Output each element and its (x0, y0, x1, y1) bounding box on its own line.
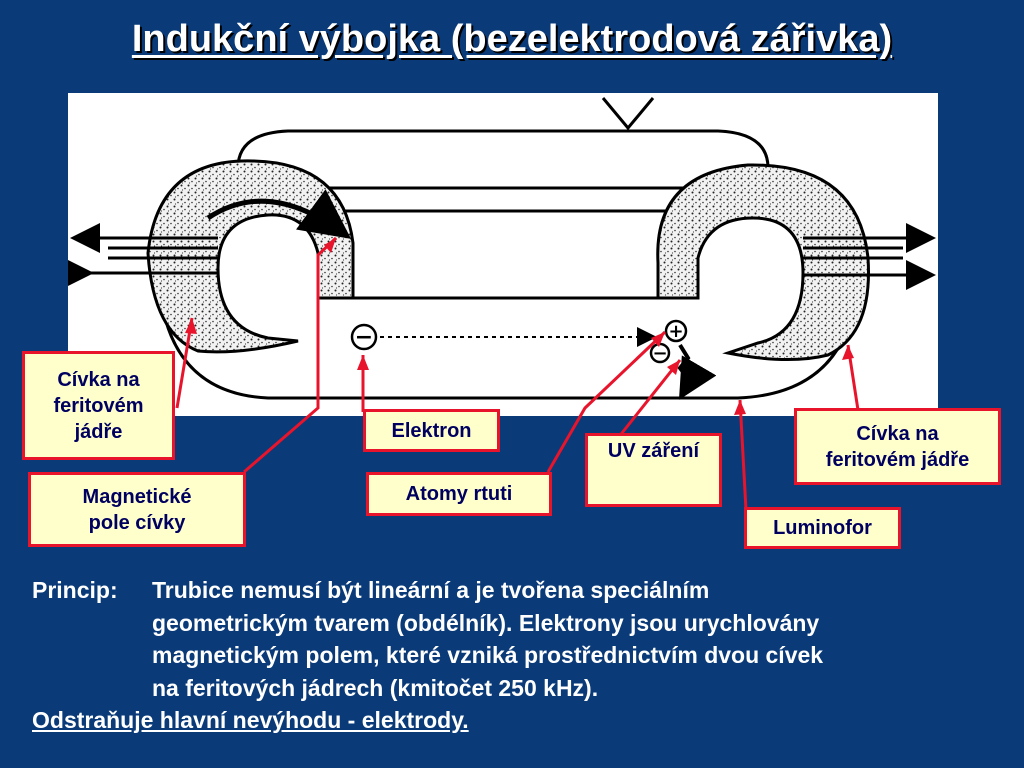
pointer-luminophore (738, 399, 748, 511)
principle-label: Princip: (32, 577, 118, 603)
principle-line: geometrickým tvarem (obdélník). Elektron… (152, 609, 820, 636)
field-curve-arrow (206, 189, 352, 239)
label-electron: Elektron (363, 409, 500, 452)
left-ferrite-core (146, 159, 355, 354)
principle-line: magnetickým polem, které vzniká prostřed… (152, 642, 824, 668)
footer-note: Odstraňuje hlavní nevýhodu - elektrody. (32, 707, 469, 733)
label-coil-right: Cívka na feritovém jádře (794, 408, 1001, 485)
principle-line: na feritových jádrech (kmitočet 250 kHz)… (152, 674, 599, 701)
mercury-electron-sign: − (652, 343, 667, 364)
label-luminophore-text: Luminofor (773, 517, 872, 539)
right-ferrite-core (656, 163, 870, 362)
label-coil-right-text: Cívka na feritovém jádře (825, 422, 970, 471)
label-mercury-atoms-text: Atomy rtuti (405, 483, 513, 505)
label-magnetic-field-text: Magnetické pole cívky (82, 485, 192, 534)
lamp-tip (601, 97, 655, 131)
label-magnetic-field: Magnetické pole cívky (28, 472, 246, 547)
label-electron-text: Elektron (391, 419, 472, 442)
lamp-drawing: − + − (64, 97, 936, 400)
electron-symbol (350, 323, 378, 351)
principle-text: Trubice nemusí být lineární a je tvořena… (152, 574, 992, 704)
principle-line: Trubice nemusí být lineární a je tvořena… (152, 577, 710, 603)
uv-ray (677, 343, 717, 400)
label-mercury-atoms: Atomy rtuti (366, 472, 552, 516)
label-coil-left-text: Cívka na feritovém jádře (53, 368, 144, 443)
label-coil-left: Cívka na feritovém jádře (22, 351, 175, 460)
principle-section: Princip: Trubice nemusí být lineární a j… (32, 574, 1012, 737)
tube-bottom (156, 262, 860, 400)
label-luminophore: Luminofor (744, 507, 901, 549)
electron-sign: − (355, 325, 373, 350)
lamp-diagram: − + − (64, 93, 938, 416)
label-uv-radiation-text: UV záření (607, 440, 700, 462)
label-uv-radiation: UV záření (585, 433, 722, 507)
slide-title: Indukční výbojka (bezelektrodová zářivka… (131, 18, 893, 60)
mercury-ion-sign: + (668, 321, 683, 342)
